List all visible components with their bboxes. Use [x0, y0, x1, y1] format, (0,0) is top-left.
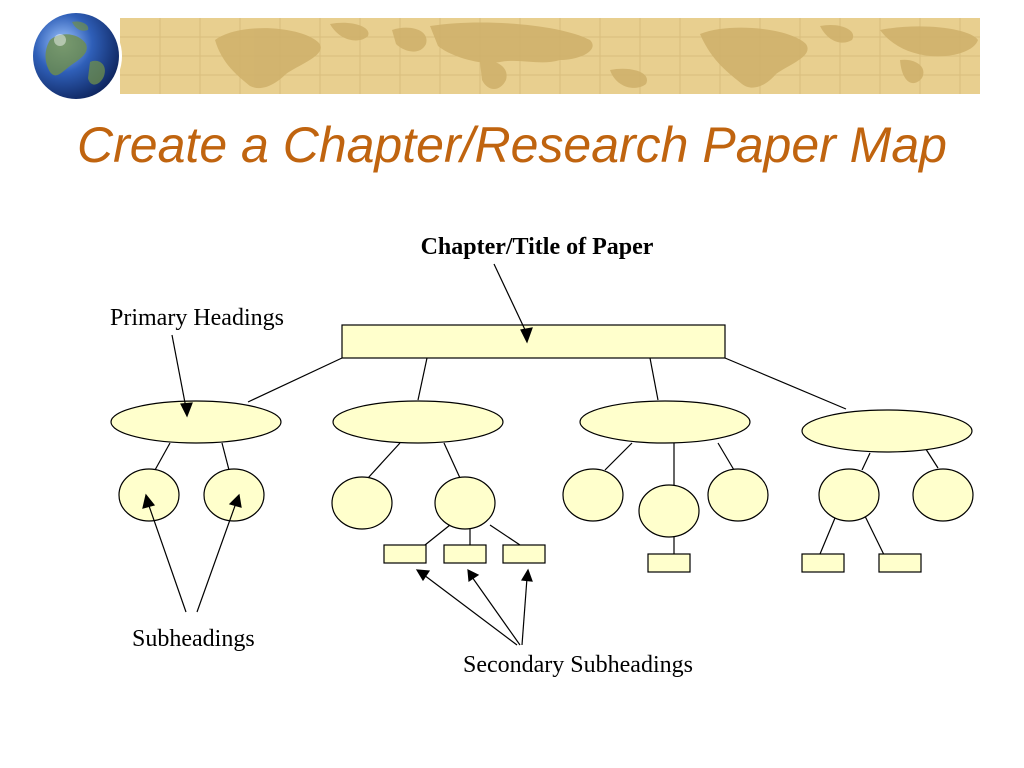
- primary-heading-node: [332, 400, 504, 444]
- secondary-subheadings-group: [383, 544, 922, 573]
- label-primary-headings: Primary Headings: [110, 305, 284, 331]
- arrowhead: [228, 493, 242, 508]
- arrowhead: [467, 568, 480, 583]
- secondary-subheading-node: [878, 553, 922, 573]
- subheading-node: [562, 468, 624, 522]
- subheading-node: [203, 468, 265, 522]
- label-subheadings: Subheadings: [132, 626, 255, 652]
- subheading-node: [707, 468, 769, 522]
- primary-heading-node: [579, 400, 751, 444]
- label-chapter-title: Chapter/Title of Paper: [421, 234, 654, 260]
- map-landmasses: [215, 22, 978, 89]
- label-secondary-subheadings: Secondary Subheadings: [463, 652, 693, 678]
- secondary-subheading-node: [647, 553, 691, 573]
- connector-lines: [154, 357, 939, 564]
- primary-headings-group: [110, 400, 973, 453]
- subheading-node: [638, 484, 700, 538]
- arrowhead: [142, 493, 156, 509]
- secondary-subheading-node: [443, 544, 487, 564]
- arrowhead: [520, 568, 533, 582]
- subheading-node: [434, 476, 496, 530]
- header-banner: [30, 10, 980, 102]
- secondary-subheading-node: [383, 544, 427, 564]
- annotation-arrows: [142, 263, 533, 646]
- arrowhead: [415, 569, 431, 582]
- chapter-title-box: [341, 324, 726, 359]
- secondary-subheading-node: [801, 553, 845, 573]
- globe-icon: [30, 10, 122, 102]
- primary-heading-node: [801, 409, 973, 453]
- secondary-subheading-node: [502, 544, 546, 564]
- subheadings-group: [118, 468, 974, 538]
- arrowhead: [180, 402, 193, 418]
- slide-title: Create a Chapter/Research Paper Map: [77, 117, 947, 173]
- primary-heading-node: [110, 400, 282, 444]
- arrowhead: [520, 327, 533, 344]
- subheading-node: [118, 468, 180, 522]
- subheading-node: [331, 476, 393, 530]
- subheading-node: [912, 468, 974, 522]
- subheading-node: [818, 468, 880, 522]
